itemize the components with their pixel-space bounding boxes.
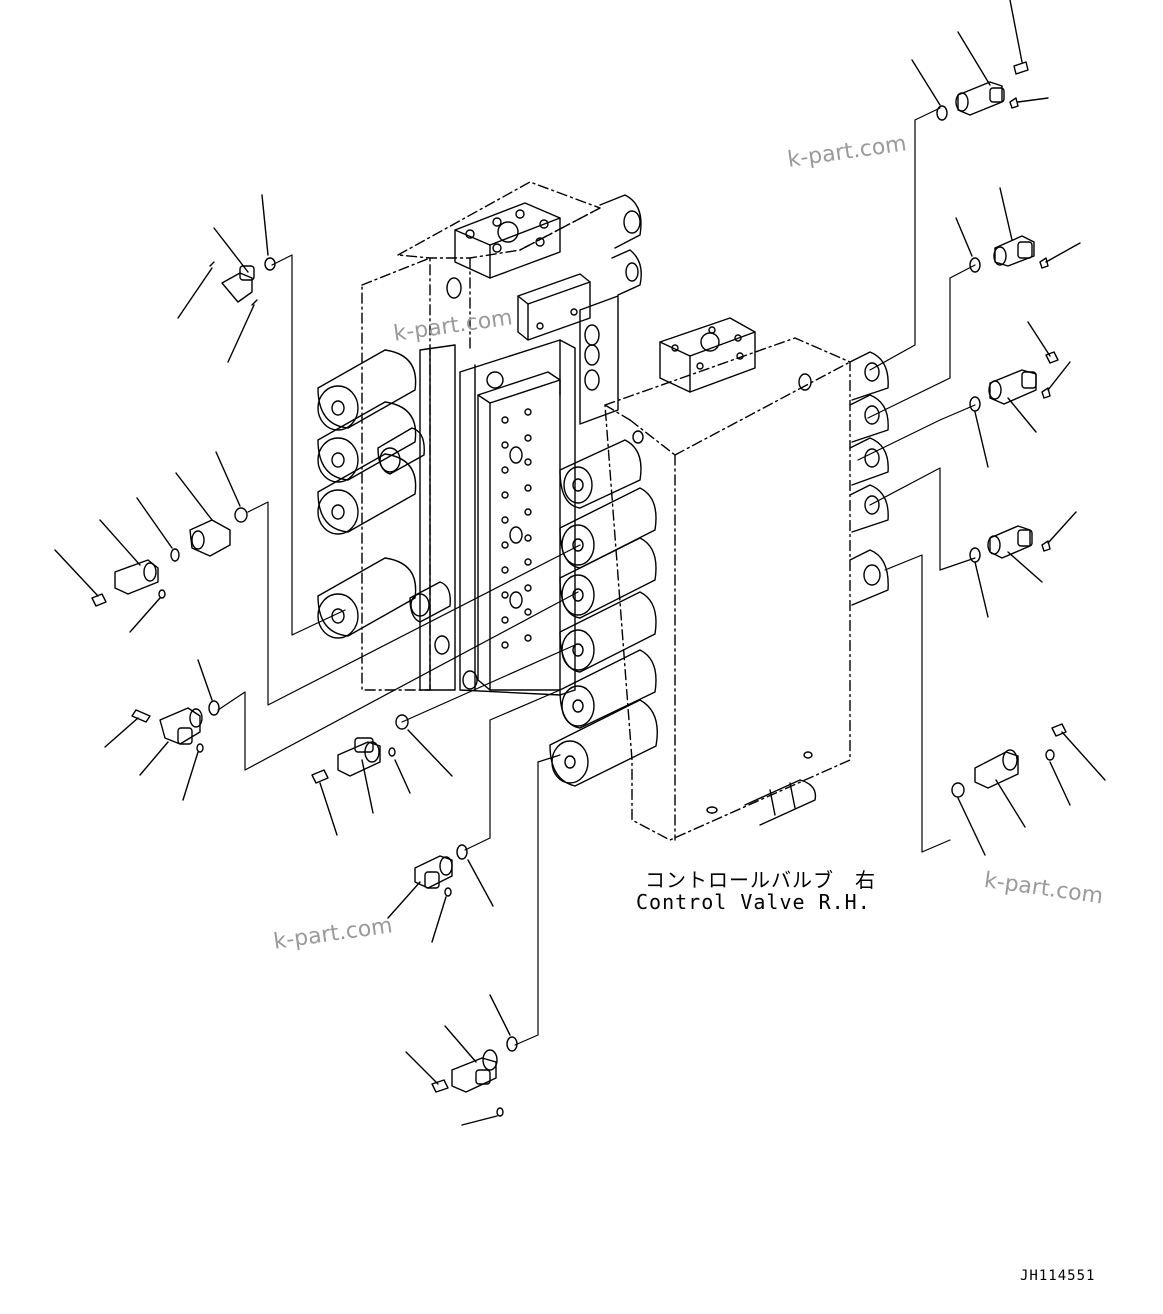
fitting-group-right-3 [969, 321, 1071, 468]
fitting-group-bottom [405, 994, 518, 1126]
center-spool-cylinders [549, 439, 658, 787]
top-flange-plate [454, 202, 561, 279]
fitting-group-right-bottom [951, 723, 1106, 856]
connector-lines [217, 107, 976, 1046]
rear-top-boss [599, 194, 642, 296]
secondary-block [446, 273, 619, 425]
caption-english: Control Valve R.H. [636, 890, 871, 914]
fitting-group-right-4 [969, 511, 1077, 618]
middle-section-plates [419, 339, 576, 696]
right-top-flange [632, 317, 812, 444]
right-main-block [604, 337, 851, 841]
left-spool-cylinders [317, 349, 451, 639]
plate-port-holes [501, 408, 532, 649]
fitting-group-top-left [177, 194, 276, 363]
fitting-group-center [311, 714, 453, 836]
fitting-group-left-upper [54, 451, 248, 633]
fitting-group-lower-center [387, 844, 494, 943]
fitting-group-right-2 [955, 187, 1081, 273]
fitting-group-left-lower [104, 659, 220, 801]
fitting-group-right-top [911, 0, 1049, 121]
caption-japanese: コントロールバルブ 右 [645, 868, 876, 892]
right-end-caps [849, 351, 889, 606]
bottom-plug [706, 751, 817, 826]
drawing-code: JH114551 [1020, 1268, 1096, 1284]
